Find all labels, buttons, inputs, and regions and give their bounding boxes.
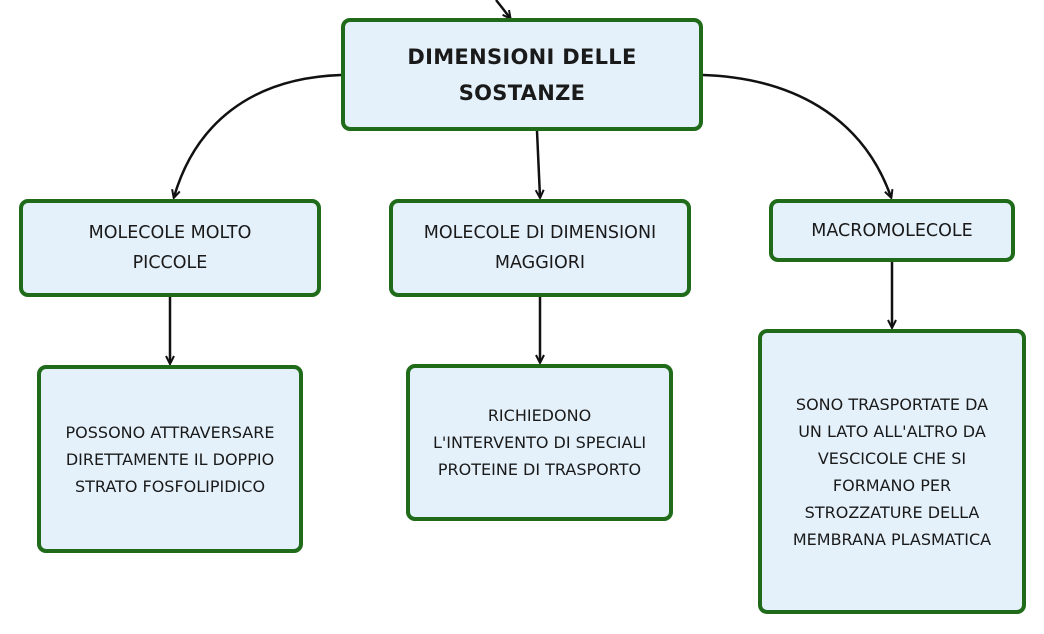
node-macromolecole[interactable]: MACROMOLECOLE — [769, 199, 1015, 262]
root-node-dimensioni-delle-sostanze[interactable]: DIMENSIONI DELLE SOSTANZE — [341, 18, 703, 131]
arrow-root-to-macro — [702, 73, 891, 197]
arrow-root-to-mol-piccole — [174, 73, 342, 197]
incoming-arrow — [495, 0, 510, 18]
node-detail-macromolecole[interactable]: SONO TRASPORTATE DA UN LATO ALL'ALTRO DA… — [758, 329, 1026, 614]
node-molecole-molto-piccole[interactable]: MOLECOLE MOLTO PICCOLE — [19, 199, 321, 297]
arrow-root-to-mol-maggiori — [537, 130, 540, 197]
node-detail-molecole-molto-piccole[interactable]: POSSONO ATTRAVERSARE DIRETTAMENTE IL DOP… — [37, 365, 303, 553]
node-molecole-di-dimensioni-maggiori[interactable]: MOLECOLE DI DIMENSIONI MAGGIORI — [389, 199, 691, 297]
node-detail-molecole-di-dimensioni-maggiori[interactable]: RICHIEDONO L'INTERVENTO DI SPECIALI PROT… — [406, 364, 673, 521]
